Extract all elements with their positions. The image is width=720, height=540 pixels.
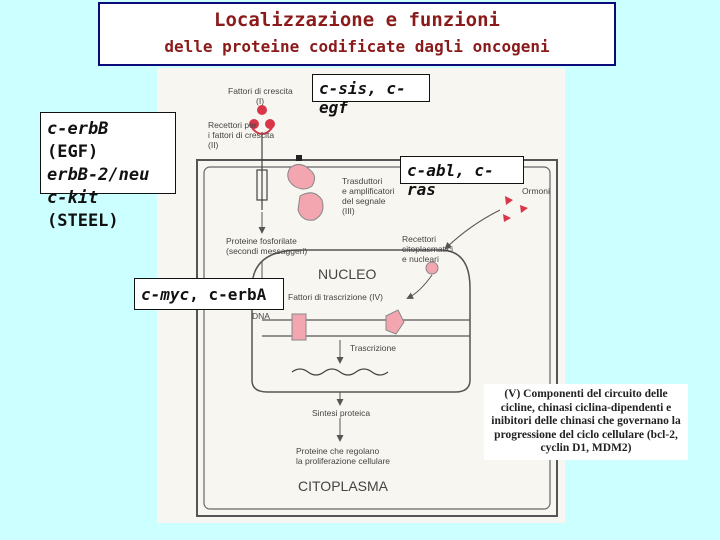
label-transcription: Trascrizione	[350, 343, 396, 353]
label-regulating-proteins: Proteine che regolano la proliferazione …	[296, 446, 391, 466]
callout-c-abl-text: c-abl, c-ras	[407, 161, 494, 199]
title-line-1: Localizzazione e funzioni	[214, 9, 500, 31]
cytoplasmic-receptor-icon	[425, 261, 439, 275]
nucleus-membrane	[251, 249, 471, 393]
cell-membrane-inner	[203, 166, 551, 510]
callout-erb-line-1: c-erbB (EGF)	[47, 119, 109, 162]
callout-c-erbb: c-erbB (EGF) erbB-2/neu c-kit (STEEL)	[40, 112, 176, 231]
growth-factor-ligand-icon	[249, 119, 259, 129]
transcription-factor-box-icon	[291, 313, 307, 341]
transducer-blob-icon	[287, 164, 316, 190]
label-hormones: Ormoni	[522, 186, 550, 196]
title-line-2: delle proteine codificate dagli oncogeni	[164, 37, 550, 56]
title-box: Localizzazione e funzioni delle proteine…	[98, 2, 616, 66]
label-dna: DNA	[252, 311, 270, 321]
label-transducers: Trasduttori e amplificatori del segnale …	[342, 176, 395, 216]
callout-c-myc: c-myc, c-erbA	[134, 278, 284, 310]
growth-factor-ligand-icon	[257, 105, 267, 115]
hormone-icon	[505, 196, 513, 205]
mrna-wave	[291, 368, 389, 376]
transducer-blob-icon	[297, 192, 324, 221]
callout-erb-line-2: erbB-2/neu	[47, 165, 150, 185]
label-phosphorylated-proteins: Proteine fosforilate (secondi messaggeri…	[226, 236, 308, 256]
callout-erb-line-3: c-kit (STEEL)	[47, 188, 119, 231]
receptor-binding-site	[251, 127, 273, 135]
label-receptors: Recettori per i fattori di crescita (II)	[208, 120, 275, 150]
callout-c-sis: c-sis, c-egf	[312, 74, 430, 117]
hormone-arrow	[444, 209, 501, 250]
callout-c-sis-text: c-sis, c-egf	[319, 79, 406, 117]
hormone-icon	[520, 205, 528, 213]
label-nucleus: NUCLEO	[318, 266, 377, 282]
label-transcription-factors: Fattori di trascrizione (IV)	[288, 292, 383, 302]
label-cytoplasm: CITOPLASMA	[298, 478, 388, 494]
hormone-icon	[503, 214, 511, 222]
label-cytoplasmic-receptors: Recettori citoplasmatici e nucleari	[402, 234, 454, 264]
label-growth-factors: Fattori di crescita (I)	[228, 86, 293, 106]
component-v-box: (V) Componenti del circuito delle ciclin…	[484, 384, 688, 460]
membrane-marker	[296, 155, 302, 161]
receptor-arrow	[406, 274, 433, 299]
growth-factor-ligand-icon	[265, 119, 275, 129]
receptor-body	[256, 169, 268, 201]
callout-c-abl: c-abl, c-ras	[400, 156, 524, 199]
cell-membrane-outer	[196, 159, 558, 517]
label-protein-synthesis: Sintesi proteica	[312, 408, 371, 418]
transcription-factor-shape-icon	[385, 309, 405, 335]
